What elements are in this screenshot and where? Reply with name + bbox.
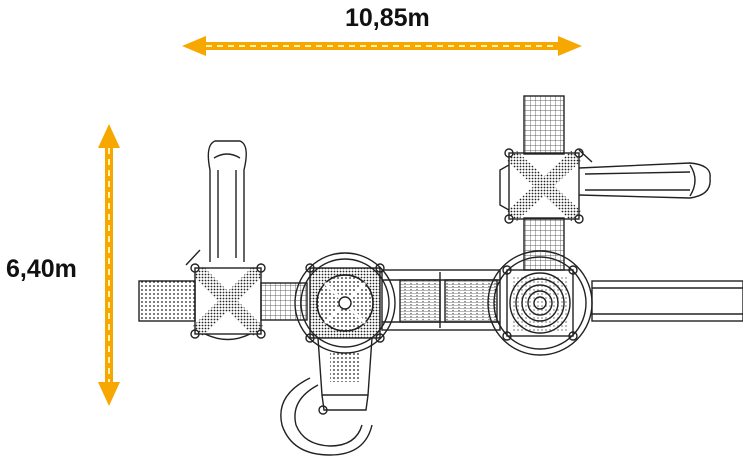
center-slide (317, 337, 373, 396)
upper-connector-walkway (523, 217, 565, 271)
top-walkway (523, 95, 565, 155)
spiral-slide (280, 377, 373, 456)
height-dimension-arrow (98, 124, 120, 406)
width-dimension-label: 10,85m (345, 4, 430, 32)
right-slide (578, 162, 711, 199)
equipment-outline (138, 95, 743, 456)
left-connector-walkway (260, 282, 308, 321)
top-tower (508, 152, 580, 220)
middle-walkway (381, 269, 501, 331)
height-dimension-label: 6,40m (6, 255, 77, 283)
right-walkway (591, 280, 743, 322)
left-walkway (138, 280, 196, 322)
width-dimension-arrow (182, 36, 582, 56)
left-slide (207, 140, 247, 262)
